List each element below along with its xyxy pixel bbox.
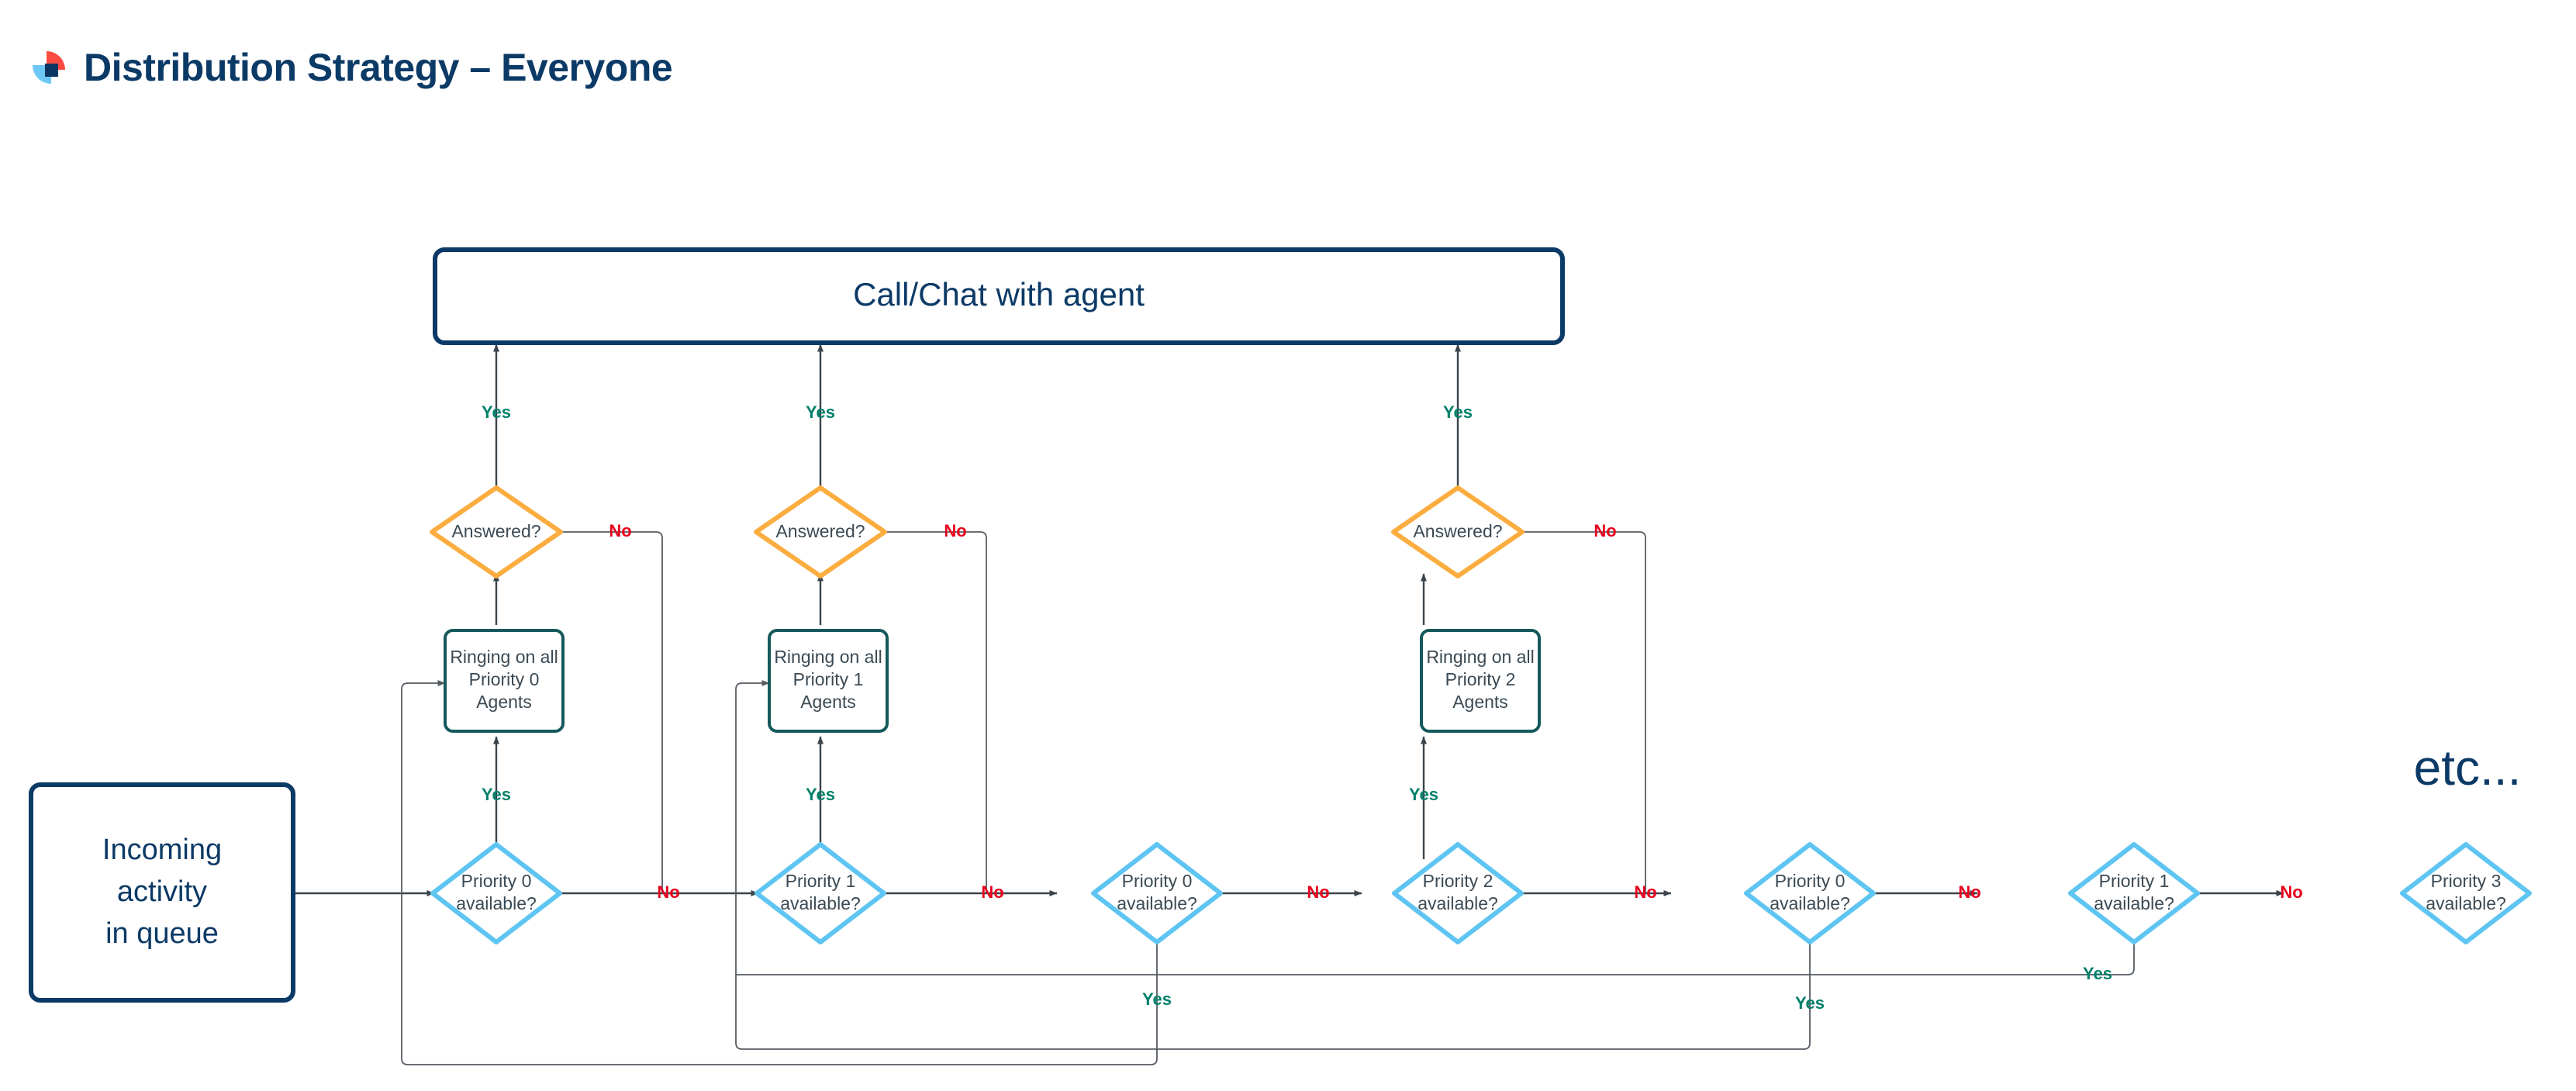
p0a3-line-1: Priority 0	[1775, 871, 1846, 891]
edge-label-yes-answered-3: Yes	[1443, 402, 1473, 422]
priority-1-available-2-diamond[interactable]	[2068, 842, 2200, 944]
logo-navy-square	[45, 64, 58, 77]
edge-label-answered-no-3: No	[1594, 521, 1616, 540]
edge-label-yes-feedback-1: Yes	[1142, 989, 1172, 1009]
edge-label-yes-ring-3: Yes	[1409, 785, 1438, 804]
node-priority-2-available-1[interactable]: Priority 2 available?	[1392, 842, 1524, 944]
answered-2-label: Answered?	[775, 521, 865, 541]
ringing-priority-2-box[interactable]	[1420, 629, 1541, 733]
edge-answered-no-2	[1488, 531, 1646, 893]
node-priority-0-available-3[interactable]: Priority 0 available?	[1744, 842, 1876, 944]
node-incoming-activity[interactable]: Incoming activity in queue	[29, 782, 295, 1003]
node-ringing-priority-0[interactable]: Ringing on all Priority 0 Agents	[444, 629, 565, 733]
p1a1-line-1: Priority 1	[786, 871, 856, 891]
edge-label-no-4: No	[1634, 882, 1656, 902]
etc-label: etc...	[2414, 740, 2522, 796]
p3a1-line-2: available?	[2426, 893, 2506, 913]
edge-label-no-2: No	[981, 882, 1003, 902]
ringing-2-line-2: Priority 2	[1445, 669, 1516, 689]
call-chat-label: Call/Chat with agent	[853, 276, 1145, 312]
ringing-priority-0-box[interactable]	[444, 629, 565, 733]
node-priority-1-available-2[interactable]: Priority 1 available?	[2068, 842, 2200, 944]
edge-label-layer: No No No No No No No No No Yes Yes Yes Y…	[482, 402, 2303, 1013]
edge-label-no-1: No	[657, 882, 679, 902]
priority-1-available-1-diamond[interactable]	[754, 842, 886, 944]
p2a1-line-2: available?	[1417, 893, 1498, 913]
ringing-1-line-2: Priority 1	[793, 669, 864, 689]
incoming-activity-box[interactable]	[29, 782, 295, 1003]
ringing-1-line-3: Agents	[800, 692, 856, 712]
edge-label-yes-ring-1: Yes	[482, 785, 511, 804]
node-answered-1[interactable]: Answered?	[430, 485, 563, 578]
answered-2-diamond[interactable]	[754, 485, 887, 578]
brand-logo-icon	[31, 50, 67, 85]
node-answered-3[interactable]: Answered?	[1391, 485, 1525, 578]
answered-1-diamond[interactable]	[430, 485, 563, 578]
edge-label-yes-ring-2: Yes	[806, 785, 835, 804]
call-chat-box[interactable]	[433, 247, 1565, 345]
p1a1-line-2: available?	[780, 893, 861, 913]
edge-label-yes-feedback-3: Yes	[2083, 964, 2112, 983]
edge-label-answered-no-2: No	[944, 521, 966, 540]
page-title: Distribution Strategy – Everyone	[84, 46, 673, 89]
node-call-chat-with-agent[interactable]: Call/Chat with agent	[433, 247, 1565, 345]
p1a2-line-1: Priority 1	[2099, 871, 2170, 891]
ringing-2-line-1: Ringing on all	[1426, 647, 1534, 667]
ringing-0-line-2: Priority 0	[469, 669, 540, 689]
node-ringing-priority-1[interactable]: Ringing on all Priority 1 Agents	[768, 629, 889, 733]
ringing-0-line-3: Agents	[476, 692, 532, 712]
edge-label-no-3: No	[1307, 882, 1329, 902]
edge-feedback-p0-to-ringing0	[401, 680, 1158, 1065]
edge-answered-no-0	[561, 531, 663, 893]
priority-0-available-3-diamond[interactable]	[1744, 842, 1876, 944]
connector-layer	[293, 344, 2284, 1065]
edge-label-yes-feedback-2: Yes	[1795, 993, 1825, 1013]
p1a2-line-2: available?	[2094, 893, 2174, 913]
edge-label-yes-answered-1: Yes	[482, 402, 511, 422]
page-header: Distribution Strategy – Everyone	[31, 46, 673, 89]
p0a1-line-1: Priority 0	[461, 871, 532, 891]
ringing-1-line-1: Ringing on all	[774, 647, 882, 667]
ringing-2-line-3: Agents	[1452, 692, 1508, 712]
node-priority-3-available-1[interactable]: Priority 3 available?	[2400, 842, 2532, 944]
edge-answered-no-1	[885, 531, 987, 893]
edge-feedback-p1-rail	[736, 912, 2135, 975]
answered-3-diamond[interactable]	[1391, 485, 1525, 578]
p0a1-line-2: available?	[456, 893, 537, 913]
node-priority-0-available-1[interactable]: Priority 0 available?	[430, 842, 562, 944]
p0a2-line-2: available?	[1117, 893, 1197, 913]
p2a1-line-1: Priority 2	[1423, 871, 1493, 891]
edge-label-no-6: No	[2280, 882, 2302, 902]
incoming-activity-line-3: in queue	[105, 917, 219, 950]
p3a1-line-1: Priority 3	[2431, 871, 2502, 891]
ringing-priority-1-box[interactable]	[768, 629, 889, 733]
priority-2-available-1-diamond[interactable]	[1392, 842, 1524, 944]
priority-0-available-2-diamond[interactable]	[1091, 842, 1223, 944]
node-ringing-priority-2[interactable]: Ringing on all Priority 2 Agents	[1420, 629, 1541, 733]
node-answered-2[interactable]: Answered?	[754, 485, 887, 578]
p0a2-line-1: Priority 0	[1122, 871, 1193, 891]
p0a3-line-2: available?	[1770, 893, 1850, 913]
incoming-activity-line-1: Incoming	[102, 834, 222, 866]
incoming-activity-line-2: activity	[117, 875, 207, 908]
edge-feedback-p0-to-ringing1	[735, 680, 1811, 1050]
ringing-0-line-1: Ringing on all	[450, 647, 558, 667]
priority-0-available-1-diamond[interactable]	[430, 842, 562, 944]
node-priority-1-available-1[interactable]: Priority 1 available?	[754, 842, 886, 944]
answered-1-label: Answered?	[451, 521, 540, 541]
edge-label-answered-no-1: No	[609, 521, 631, 540]
answered-3-label: Answered?	[1413, 521, 1502, 541]
edge-label-yes-answered-2: Yes	[806, 402, 835, 422]
priority-3-available-1-diamond[interactable]	[2400, 842, 2532, 944]
node-priority-0-available-2[interactable]: Priority 0 available?	[1091, 842, 1223, 944]
edge-label-no-5: No	[1958, 882, 1980, 902]
